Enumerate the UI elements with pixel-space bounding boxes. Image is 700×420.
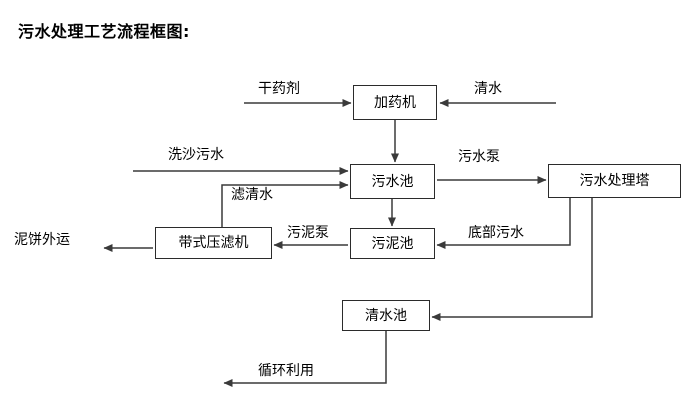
node-label: 污水池 [371, 173, 414, 190]
node-sewage-treatment-tower[interactable]: 污水处理塔 [548, 164, 681, 198]
edge-label-sludge-pump: 污泥泵 [287, 225, 329, 241]
edge-label-dry-reagent: 干药剂 [258, 81, 300, 97]
node-belt-filter-press[interactable]: 带式压滤机 [155, 227, 272, 259]
wire-filtered-water-to-sewage-pool [221, 181, 349, 227]
edge-label-bottom-sewage: 底部污水 [468, 225, 524, 241]
node-label: 清水池 [365, 307, 407, 324]
node-dosing-machine[interactable]: 加药机 [353, 85, 437, 120]
wire-clear-water-pool-to-reuse [223, 331, 387, 387]
edge-label-clear-water-in: 清水 [474, 81, 502, 97]
wire-tower-to-sludge-pool [436, 198, 571, 249]
node-label: 污泥池 [371, 235, 414, 252]
node-label: 加药机 [374, 94, 416, 111]
node-sewage-pool[interactable]: 污水池 [350, 164, 435, 199]
edge-label-sewage-pump: 污水泵 [458, 149, 500, 165]
edge-label-recycling-reuse: 循环利用 [258, 363, 314, 379]
node-clear-water-pool[interactable]: 清水池 [342, 300, 430, 331]
edge-label-filtered-clear-water: 滤清水 [231, 187, 273, 203]
node-label: 污水处理塔 [579, 173, 650, 189]
wire-tower-to-clear-water-pool [431, 198, 593, 321]
edge-label-mud-cake-transport: 泥饼外运 [14, 232, 70, 248]
edge-label-sand-washing-sewage: 洗沙污水 [168, 147, 224, 163]
page-title: 污水处理工艺流程框图: [18, 22, 190, 41]
node-label: 带式压滤机 [178, 235, 249, 251]
node-sludge-pool[interactable]: 污泥池 [350, 228, 435, 259]
